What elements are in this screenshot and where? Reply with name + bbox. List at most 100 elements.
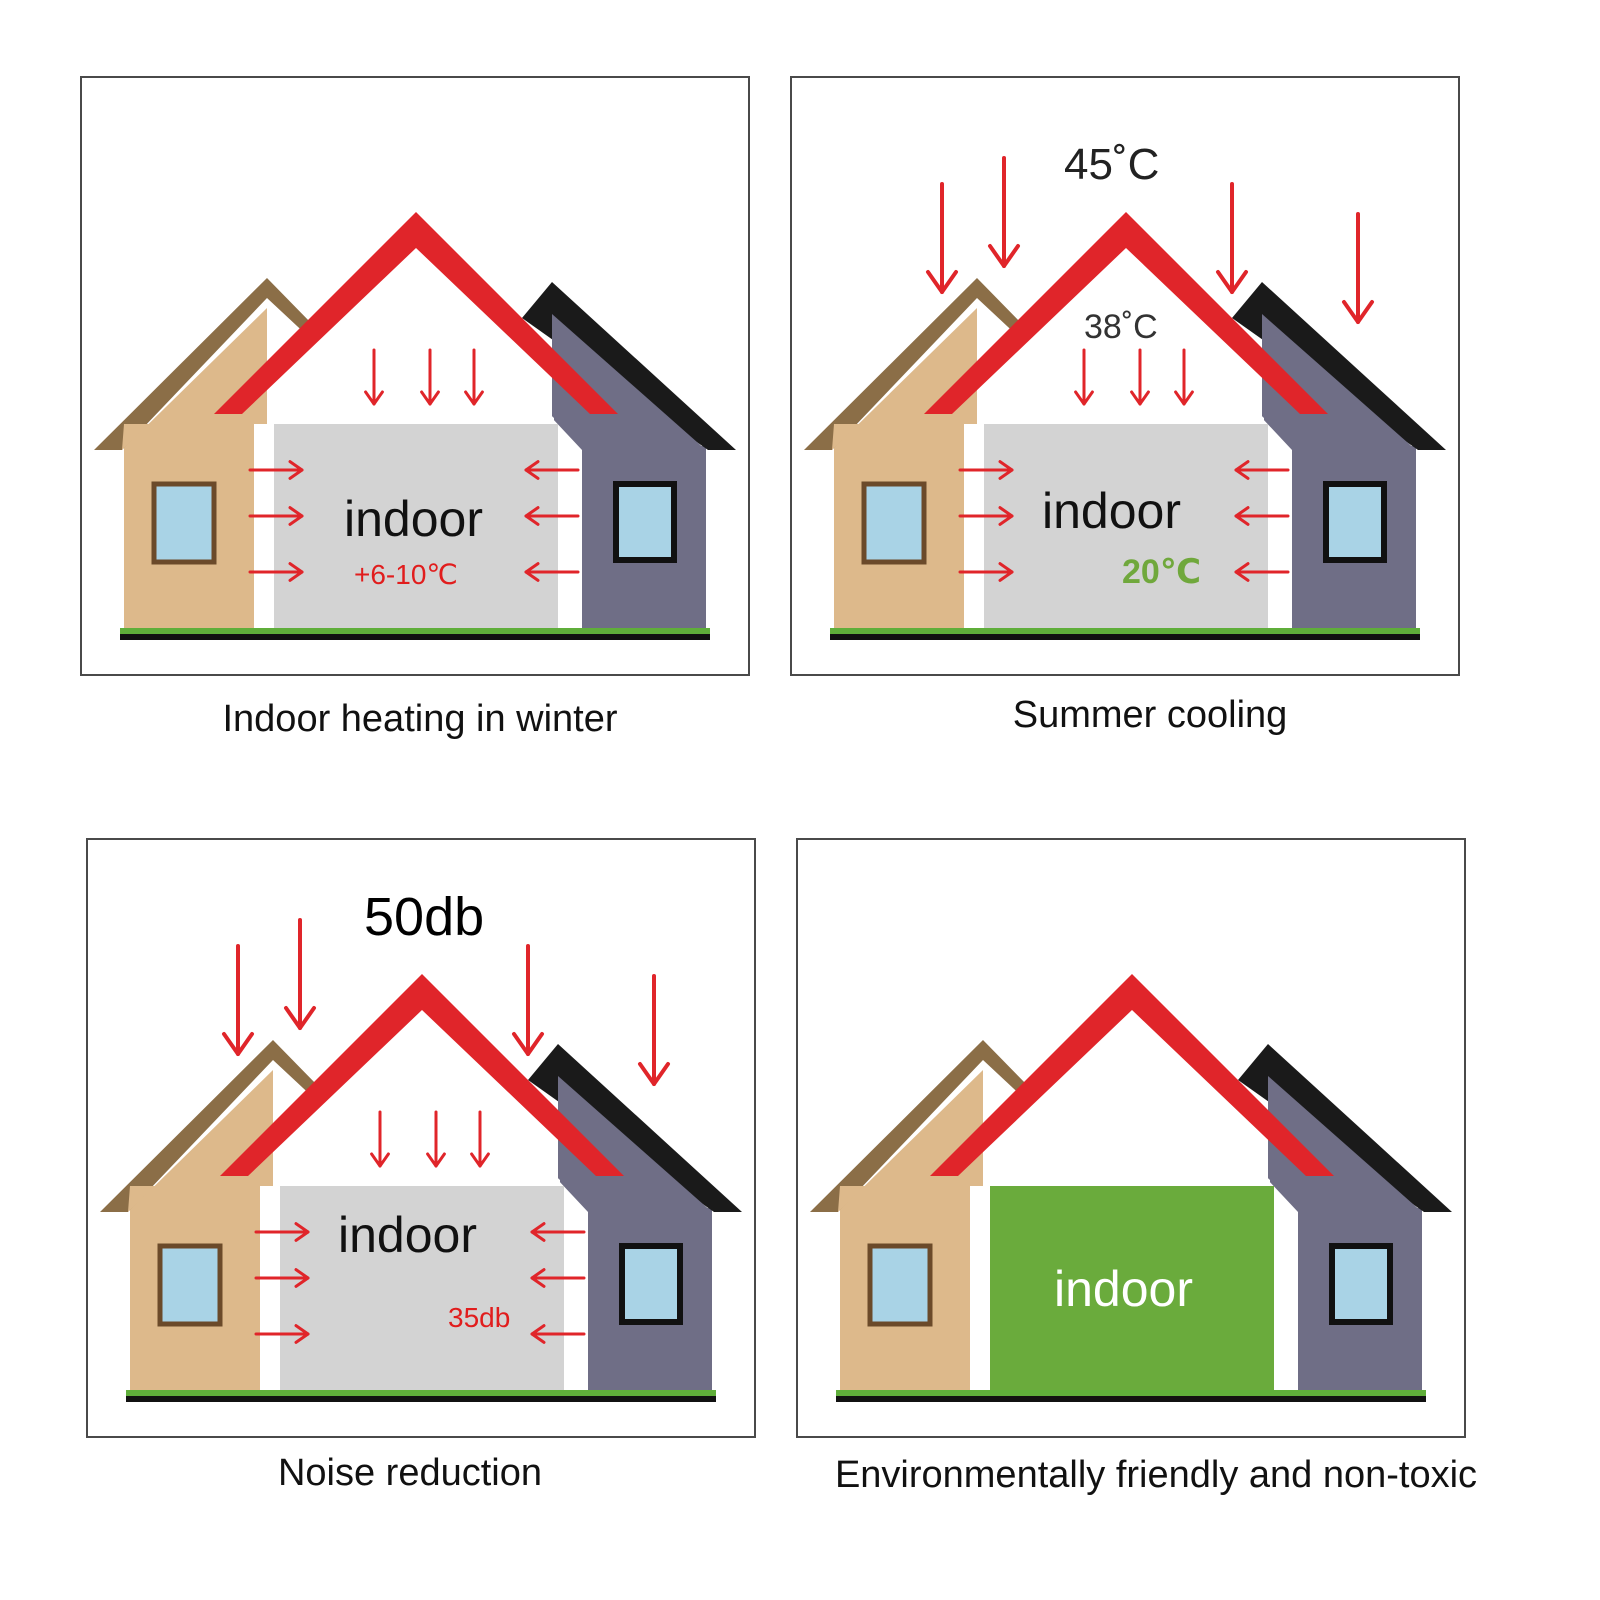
arrow-head [1216, 270, 1248, 294]
arrow-head [1234, 562, 1250, 582]
right-house-roof [522, 282, 736, 450]
arrow-head [524, 460, 540, 480]
panel-eco-friendly: indoor [796, 838, 1466, 1438]
arrow [1130, 348, 1150, 406]
arrow [958, 562, 1014, 582]
left-window [867, 1243, 933, 1327]
caption-eco-friendly: Environmentally friendly and non-toxic [834, 1454, 1478, 1496]
arrow-head [288, 460, 304, 480]
house-illustration [100, 918, 742, 1402]
arrow-head [512, 1032, 544, 1056]
left-window [151, 481, 217, 565]
arrow [248, 460, 304, 480]
main-house-roof [220, 974, 624, 1176]
right-window [1329, 1243, 1393, 1325]
arrow [1234, 562, 1290, 582]
indoor-label: indoor [338, 1207, 477, 1263]
arrow [524, 460, 580, 480]
house-illustration [804, 156, 1446, 640]
left-house-gable [128, 1070, 273, 1212]
arrow [1216, 182, 1248, 294]
arrow [420, 348, 440, 406]
indoor-room [990, 1186, 1274, 1396]
ground-line [120, 634, 710, 640]
temperature-label: +6-10℃ [354, 559, 458, 590]
arrow [470, 1110, 490, 1168]
arrow [364, 348, 384, 406]
arrow [1174, 348, 1194, 406]
arrow [988, 156, 1020, 268]
arrow-head [1342, 300, 1374, 324]
outdoor-noise-label: 50db [364, 887, 485, 947]
arrow-head [524, 562, 540, 582]
left-window [157, 1243, 223, 1327]
caption-winter-heating: Indoor heating in winter [222, 698, 618, 740]
arrow-head [1234, 460, 1250, 480]
arrow-head [998, 460, 1014, 480]
arrow-head [988, 244, 1020, 268]
arrow [254, 1222, 310, 1242]
arrow-head [530, 1268, 546, 1288]
arrow-head [1130, 390, 1150, 406]
left-house-gable [838, 1070, 983, 1212]
arrow [248, 506, 304, 526]
arrow [512, 944, 544, 1056]
arrow [1234, 460, 1290, 480]
arrow [524, 506, 580, 526]
arrow-head [294, 1268, 310, 1288]
indoor-room [984, 424, 1268, 634]
panel-summer-cooling: 45˚C 38˚C indoor 20℃ [790, 76, 1460, 676]
left-house-roof [804, 278, 1022, 450]
panel-winter-heating: indoor +6-10℃ [80, 76, 750, 676]
left-house-gable [122, 308, 267, 450]
ground-line [836, 1396, 1426, 1402]
indoor-label: indoor [344, 491, 483, 547]
arrow-head [530, 1222, 546, 1242]
arrow-head [926, 270, 958, 294]
indoor-label: indoor [1054, 1261, 1193, 1317]
arrow-head [370, 1152, 390, 1168]
grass-strip [120, 628, 710, 634]
right-house-gable [552, 314, 706, 450]
arrow [222, 944, 254, 1056]
arrow-head [530, 1324, 546, 1344]
arrow-head [288, 506, 304, 526]
arrow-head [470, 1152, 490, 1168]
arrow-head [420, 390, 440, 406]
arrow-head [288, 562, 304, 582]
caption-summer-cooling: Summer cooling [1012, 694, 1288, 736]
arrow-head [638, 1062, 670, 1086]
grass-strip [126, 1390, 716, 1396]
outdoor-temperature-label: 45˚C [1064, 140, 1160, 189]
panel-noise-reduction: 50db indoor 35db [86, 838, 756, 1438]
arrow-head [1234, 506, 1250, 526]
left-house-roof [94, 278, 312, 450]
arrow [1234, 506, 1290, 526]
house-illustration [810, 974, 1452, 1402]
arrow [530, 1268, 586, 1288]
arrow [926, 182, 958, 294]
right-house-roof [1232, 282, 1446, 450]
arrow-head [294, 1324, 310, 1344]
arrow [524, 562, 580, 582]
arrow [254, 1324, 310, 1344]
ground-line [126, 1396, 716, 1402]
indoor-room [280, 1186, 564, 1396]
arrow [1342, 212, 1374, 324]
arrow [958, 506, 1014, 526]
arrow [638, 974, 670, 1086]
right-window [1323, 481, 1387, 563]
main-house-roof [924, 212, 1328, 414]
arrow [530, 1222, 586, 1242]
arrow [254, 1268, 310, 1288]
arrow-head [364, 390, 384, 406]
arrow [530, 1324, 586, 1344]
arrow-head [294, 1222, 310, 1242]
house-illustration [94, 212, 736, 640]
ground-line [830, 634, 1420, 640]
left-house-roof [810, 1040, 1028, 1212]
left-house-gable [832, 308, 977, 450]
right-window [613, 481, 677, 563]
arrow-head [284, 1006, 316, 1030]
right-window [619, 1243, 683, 1325]
